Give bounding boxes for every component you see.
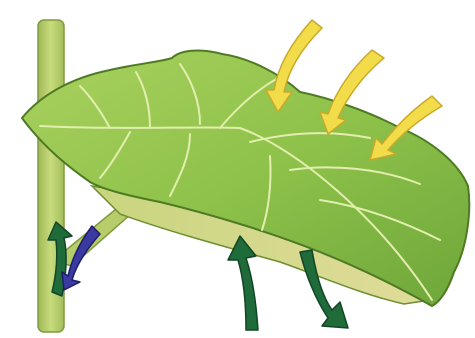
leaf-diagram (0, 0, 475, 338)
